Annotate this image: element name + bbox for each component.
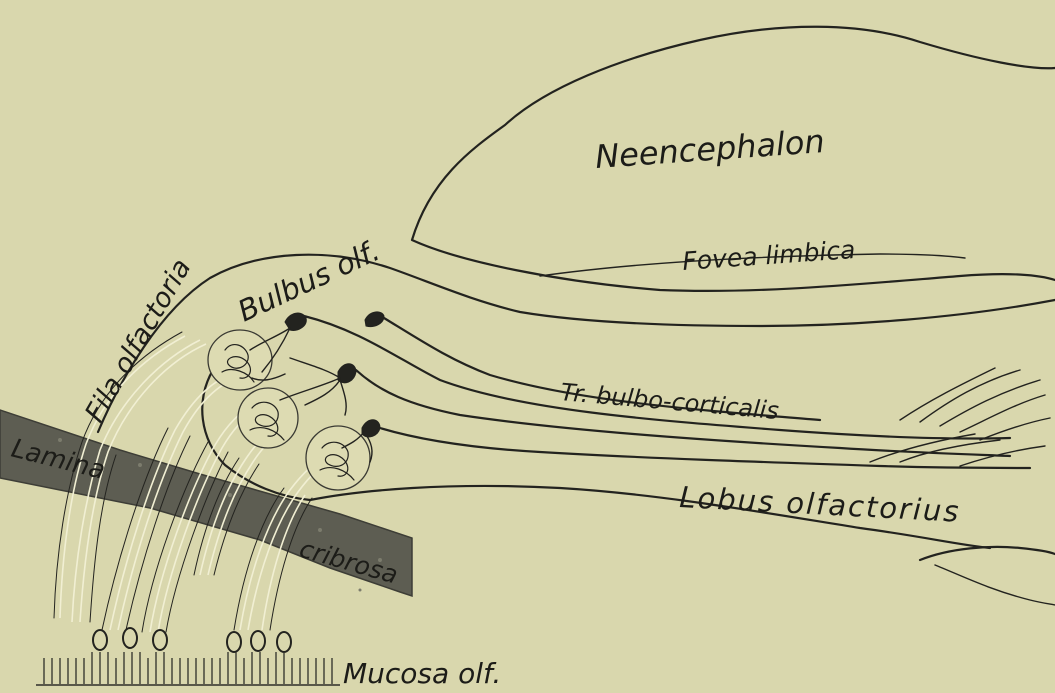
lobus-tip-lower bbox=[935, 565, 1055, 605]
label-mucosa-olf: Mucosa olf. bbox=[343, 657, 501, 690]
label-fovea-limbica: Fovea limbica bbox=[681, 235, 856, 276]
lobus-tip bbox=[920, 547, 1055, 560]
label-tr-bulbo-corticalis: Tr. bulbo-corticalis bbox=[559, 378, 780, 425]
label-neencephalon: Neencephalon bbox=[594, 122, 826, 176]
label-bulbus-olf: Bulbus olf. bbox=[233, 233, 385, 328]
label-fila-olfactoria: Fila olfactoria bbox=[79, 254, 197, 428]
receptor-cells bbox=[93, 628, 291, 652]
mucosa-epithelium bbox=[36, 652, 340, 685]
